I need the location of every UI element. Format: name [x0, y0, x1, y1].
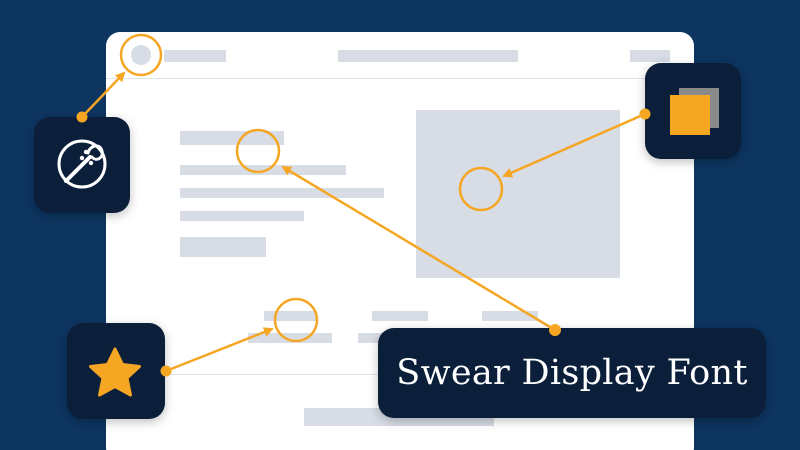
font-name-text: Swear Display Font: [396, 353, 748, 393]
violin-tile: [34, 117, 130, 213]
violin-scroll-icon: [57, 139, 107, 189]
layered-squares-icon: [670, 88, 719, 135]
text-line-placeholder: [180, 165, 346, 175]
heading-placeholder: [180, 131, 284, 145]
feature-heading-placeholder: [264, 311, 316, 321]
header-logo-placeholder: [164, 50, 226, 62]
feature-text-placeholder: [248, 333, 332, 343]
feature-heading-placeholder: [482, 311, 538, 321]
layers-tile: [645, 63, 741, 159]
text-line-placeholder: [180, 188, 384, 198]
header-nav-placeholder: [338, 50, 518, 62]
image-placeholder: [416, 110, 620, 278]
star-tile: [67, 323, 165, 419]
feature-heading-placeholder: [372, 311, 428, 321]
text-line-placeholder: [180, 211, 304, 221]
font-name-label: Swear Display Font: [378, 328, 766, 418]
avatar-placeholder: [131, 45, 151, 65]
header-action-placeholder: [630, 50, 670, 62]
button-placeholder: [180, 237, 266, 257]
star-icon: [89, 347, 141, 397]
header-divider: [106, 78, 694, 79]
